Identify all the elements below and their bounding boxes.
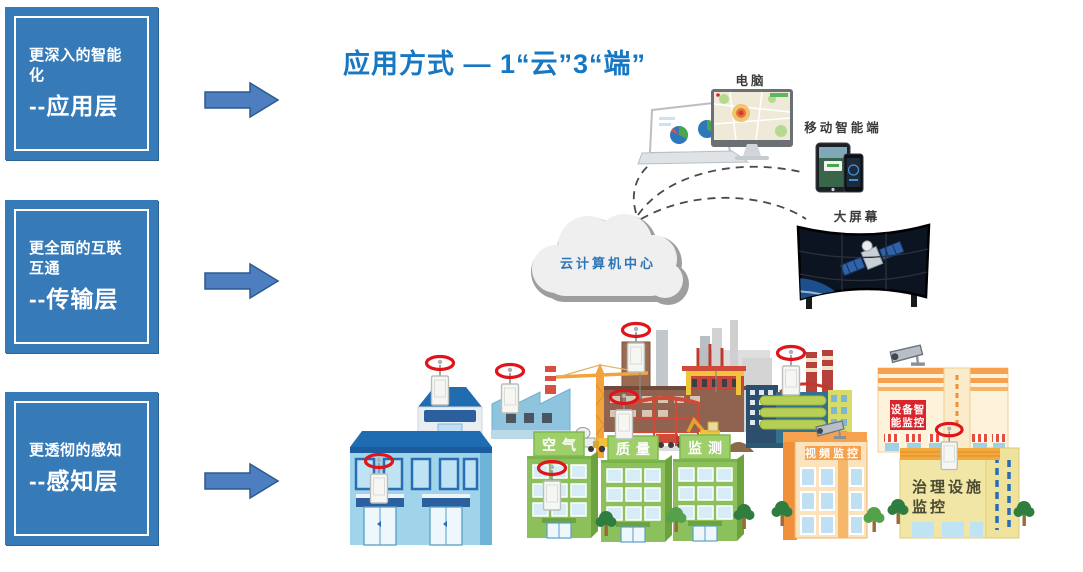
layer-box-transport-inner: 更全面的互联互通 --传输层 <box>14 209 149 344</box>
desktop-computer: 电脑 <box>711 73 793 160</box>
video-surveillance-sign: 视频监控 <box>805 446 861 460</box>
computer-label: 电脑 <box>735 73 766 88</box>
laptop <box>637 100 750 165</box>
layer-box-application-inner: 更深入的智能化 --应用层 <box>14 16 149 151</box>
arrow-application-icon <box>204 81 280 119</box>
governance-sign-line1: 治理设施 <box>912 478 984 496</box>
governance-building: 治理设施 监控 <box>899 447 1020 539</box>
layer-name-perception: --感知层 <box>29 468 119 495</box>
green-buildings: 空气 质量 监测 <box>526 431 745 543</box>
tower-crane <box>555 363 649 458</box>
layer-name-transport: --传输层 <box>29 286 119 312</box>
big-screen-label: 大屏幕 <box>834 209 881 224</box>
cloud-label: 云计算机中心 <box>560 256 656 271</box>
video-surveillance-building: 视频监控 <box>783 432 868 540</box>
gantry-crane <box>682 366 746 395</box>
layer-box-perception: 更透彻的感知 --感知层 <box>5 392 158 545</box>
cloud-computing-center: 云计算机中心 <box>531 214 689 305</box>
scene-illustration: 云计算机中心 电脑 <box>350 73 1035 546</box>
mobile-devices: 移动智能端 <box>804 120 882 193</box>
video-wall: 大屏幕 <box>796 209 931 309</box>
monitoring-sign: 监测 <box>688 440 728 456</box>
mobile-label: 移动智能端 <box>804 120 882 135</box>
link-to-bigscreen <box>640 197 807 220</box>
quality-sign: 质量 <box>616 441 656 457</box>
sensor-teal-factory <box>775 344 807 397</box>
arrow-transport-icon <box>204 262 280 300</box>
page-title: 应用方式 — 1“云”3“端” <box>343 49 647 79</box>
striped-awnings <box>884 434 1006 442</box>
layer-desc-transport: 更全面的互联互通 <box>29 240 123 277</box>
equipment-monitoring-building: 设备智 能监控 <box>877 367 1009 453</box>
layer-box-application: 更深入的智能化 --应用层 <box>5 7 158 160</box>
link-to-computer <box>632 142 703 214</box>
equipment-sign-line2: 能监控 <box>891 416 926 429</box>
cctv-camera-equipment-building <box>889 343 926 368</box>
equipment-sign-line1: 设备智 <box>891 403 926 416</box>
cloud-links <box>632 142 807 220</box>
governance-sign-line2: 监控 <box>912 498 948 516</box>
layer-box-perception-inner: 更透彻的感知 --感知层 <box>14 401 149 536</box>
air-sign: 空气 <box>542 437 582 453</box>
layer-desc-application: 更深入的智能化 <box>29 47 123 84</box>
layer-desc-perception: 更透彻的感知 <box>29 441 123 459</box>
layer-box-transport: 更全面的互联互通 --传输层 <box>5 200 158 353</box>
layer-name-application: --应用层 <box>29 93 119 119</box>
link-to-mobile <box>637 165 802 216</box>
arrow-perception-icon <box>204 462 280 500</box>
